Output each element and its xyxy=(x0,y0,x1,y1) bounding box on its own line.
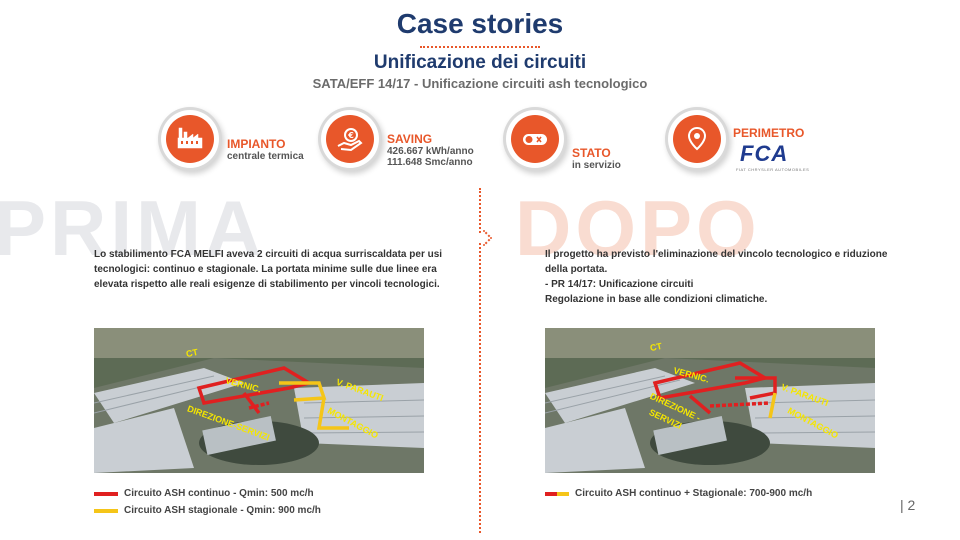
watermark-dopo: DOPO xyxy=(515,184,761,272)
aerial-photo-prima xyxy=(94,328,424,473)
text-line: Lo stabilimento FCA MELFI aveva 2 circui… xyxy=(94,249,443,260)
legend-item: Circuito ASH continuo + Stagionale: 700-… xyxy=(545,488,812,499)
legend-item: Circuito ASH stagionale - Qmin: 900 mc/h xyxy=(94,505,321,516)
money-hand-icon: € xyxy=(326,115,374,163)
project-code: SATA/EFF 14/17 - Unificazione circuiti a… xyxy=(312,76,648,91)
aerial-photo-dopo xyxy=(545,328,875,473)
legend-item: Circuito ASH continuo - Qmin: 500 mc/h xyxy=(94,488,314,499)
text-line: - PR 14/17: Unificazione circuiti xyxy=(545,279,694,290)
legend-swatch-red xyxy=(545,491,557,496)
kpi-saving: SAVING 426.667 kWh/anno 111.648 Smc/anno xyxy=(387,132,474,168)
kpi-value: 111.648 Smc/anno xyxy=(387,157,473,168)
text-line: elevata rispetto alle reali esigenze di … xyxy=(94,279,440,290)
kpi-impianto: IMPIANTO centrale termica xyxy=(227,137,304,162)
kpi-stato: STATO in servizio xyxy=(572,146,621,171)
text-line: della portata. xyxy=(545,264,608,275)
text-line: Regolazione in base alle condizioni clim… xyxy=(545,294,768,305)
factory-icon xyxy=(166,115,214,163)
watermark-prima: PRIMA xyxy=(0,184,266,272)
text-line: tecnologici: continuo e stagionale. La p… xyxy=(94,264,437,275)
legend-label: Circuito ASH continuo + Stagionale: 700-… xyxy=(575,488,813,499)
text-line: Il progetto ha previsto l'eliminazione d… xyxy=(545,249,888,260)
kpi-value: in servizio xyxy=(572,160,621,171)
legend-swatch-red xyxy=(94,491,118,496)
fca-logo: FCA xyxy=(740,141,789,166)
legend-label: Circuito ASH continuo - Qmin: 500 mc/h xyxy=(124,488,314,499)
legend-swatch-yellow xyxy=(94,508,118,513)
section-divider xyxy=(479,188,481,533)
kpi-title: PERIMETRO xyxy=(733,126,805,140)
kpi-value: 426.667 kWh/anno xyxy=(387,146,474,157)
page-number: | 2 xyxy=(900,497,916,513)
kpi-value: centrale termica xyxy=(227,151,304,162)
prima-description: Lo stabilimento FCA MELFI aveva 2 circui… xyxy=(94,247,442,292)
kpi-title: STATO xyxy=(572,146,611,160)
kpi-title: SAVING xyxy=(387,132,433,146)
title-underline xyxy=(420,46,540,48)
fca-logo-subtitle: FIAT CHRYSLER AUTOMOBILES xyxy=(736,167,810,172)
legend-label: Circuito ASH stagionale - Qmin: 900 mc/h xyxy=(124,505,321,516)
kpi-title: IMPIANTO xyxy=(227,137,286,151)
location-pin-icon xyxy=(673,115,721,163)
page-title: Case stories xyxy=(396,8,564,39)
dopo-description: Il progetto ha previsto l'eliminazione d… xyxy=(545,247,887,307)
legend-swatch-yellow xyxy=(557,491,569,496)
svg-text:€: € xyxy=(347,131,354,140)
kpi-perimetro: PERIMETRO xyxy=(733,126,804,140)
toggle-icon xyxy=(511,115,559,163)
page-subtitle: Unificazione dei circuiti xyxy=(373,52,587,73)
